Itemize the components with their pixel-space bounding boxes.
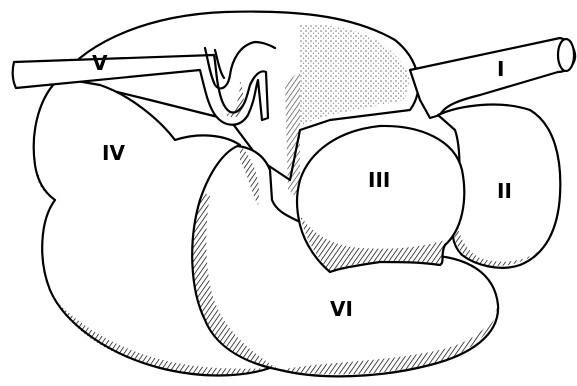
- label-iii: III: [368, 168, 390, 192]
- label-vi: VI: [330, 297, 353, 321]
- region-iii: [297, 126, 464, 272]
- label-i: I: [497, 57, 504, 81]
- label-ii: II: [497, 179, 512, 203]
- label-iv: IV: [102, 141, 125, 165]
- tube-i-opening: [558, 39, 574, 71]
- label-v: V: [92, 51, 108, 75]
- central-cleft-shading: [285, 70, 300, 200]
